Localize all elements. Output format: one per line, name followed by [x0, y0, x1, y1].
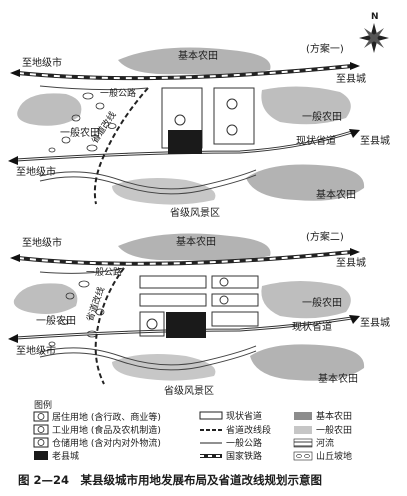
legend-general-road: 一般公路: [226, 437, 262, 449]
legend: 图例 居住用地 (含行政、商业等) 工业用地 (食品及农机制造) 仓储用地 (含…: [33, 399, 352, 462]
plan2-block-row-1: [139, 275, 207, 289]
plan1-provincial-reroute: [93, 87, 149, 205]
legend-warehouse-symbol: [33, 437, 49, 448]
plan2-railway: [17, 250, 353, 266]
legend-basic-farmland: 基本农田: [316, 410, 352, 422]
plan1-farmland-left-area: [17, 93, 82, 126]
plan2-farmland-left-area: [13, 283, 78, 314]
plan1-railway: [17, 64, 353, 81]
plan1-to-county-mid-label: 至县城: [360, 135, 390, 147]
legend-industrial: 工业用地 (食品及农机制造): [52, 424, 161, 436]
plan2-current-provincial-road-label: 现状省道: [292, 320, 332, 333]
plan2-to-prefecture-mid-label: 至地级市: [16, 344, 56, 357]
plan1-industrial-block: [213, 87, 255, 145]
plan1-basic-farmland-label: 基本农田: [178, 49, 218, 62]
compass-rose-icon: N: [359, 12, 389, 53]
plan1-to-prefecture-top-label: 至地级市: [22, 56, 62, 69]
plan1-old-town-block: [168, 130, 202, 154]
plan-one-map: 基本农田 (方案一) 至地级市 至县城 一般公路 省道改线 一般农田 一般农田 …: [8, 42, 390, 219]
plan1-general-farmland-right-label: 一般农田: [302, 110, 342, 123]
plan2-general-farmland-left-label: 一般农田: [36, 314, 76, 327]
legend-reroute: 省道改线段: [226, 424, 271, 436]
plan2-block-row-2b: [211, 293, 259, 307]
plan2-to-prefecture-top-label: 至地级市: [22, 236, 62, 249]
plan2-old-town-block: [166, 312, 206, 338]
legend-current-road: 现状省道: [226, 410, 262, 422]
legend-hills: 山丘坡地: [316, 450, 352, 462]
plan1-basic-farmland-right-area: [246, 164, 365, 201]
plan1-scenic-area-label: 省级风景区: [170, 206, 220, 219]
plan1-basic-farmland-right-label: 基本农田: [316, 188, 356, 201]
legend-industrial-symbol: [33, 424, 49, 435]
legend-river: 河流: [316, 437, 334, 449]
plan1-title: (方案一): [306, 42, 344, 55]
plan1-hill-dots: [48, 92, 117, 153]
legend-residential: 居住用地 (含行政、商业等): [52, 411, 161, 423]
plan2-basic-farmland-right-area: [250, 344, 365, 381]
plan2-farmland-right-area: [261, 281, 351, 319]
legend-general-farmland: 一般农田: [316, 424, 352, 436]
plan-two-map: 基本农田 (方案二) 至地级市 至县城 一般公路 省道改线 一般农田 一般农田 …: [8, 230, 390, 397]
legend-railway: 国家铁路: [226, 450, 262, 462]
plan1-basic-farmland-top-area: [118, 47, 271, 75]
plan1-farmland-right-area: [261, 86, 351, 125]
legend-warehouse: 仓储用地 (含对内对外物流): [52, 437, 161, 449]
plan2-general-road: [39, 267, 125, 274]
plan2-river: [39, 345, 257, 366]
plan1-to-prefecture-mid-label: 至地级市: [16, 165, 56, 178]
plan2-to-county-top-label: 至县城: [336, 257, 366, 269]
plan2-block-row-1b: [211, 275, 259, 289]
legend-residential-symbol: [33, 411, 49, 422]
plan1-general-farmland-left-label: 一般农田: [60, 126, 100, 139]
legend-title: 图例: [34, 399, 52, 411]
legend-basic-farmland-symbol: [294, 412, 312, 420]
legend-old-town-symbol: [34, 451, 48, 460]
legend-current-road-symbol: [199, 411, 223, 420]
legend-old-town: 老县城: [52, 450, 79, 462]
plan2-general-road-label: 一般公路: [86, 266, 122, 278]
plan2-block-row-3b: [211, 311, 259, 327]
plan1-to-county-top-label: 至县城: [336, 73, 366, 85]
plan1-current-provincial-road-label: 现状省道: [296, 134, 336, 147]
plan2-basic-farmland-top-area: [118, 233, 271, 261]
legend-river-symbol: [293, 438, 313, 448]
plan2-general-farmland-right-label: 一般农田: [302, 296, 342, 309]
plan2-block-row-3: [139, 311, 165, 337]
plan2-title: (方案二): [306, 230, 344, 243]
plan1-general-road-label: 一般公路: [100, 87, 136, 99]
figure-caption: 图 2—24 某县级城市用地发展布局及省道改线规划示意图: [18, 473, 322, 487]
compass-north-label: N: [371, 12, 379, 22]
plan2-to-county-mid-label: 至县城: [360, 317, 390, 329]
plan1-general-road: [39, 85, 149, 91]
legend-hills-symbol: [293, 451, 313, 461]
plan2-basic-farmland-right-label: 基本农田: [318, 372, 358, 385]
plan2-block-row-2: [139, 293, 207, 307]
plan2-scenic-area-label: 省级风景区: [164, 384, 214, 397]
plan2-basic-farmland-label: 基本农田: [176, 235, 216, 248]
plan1-river: [39, 169, 257, 190]
legend-general-farmland-symbol: [294, 426, 312, 434]
